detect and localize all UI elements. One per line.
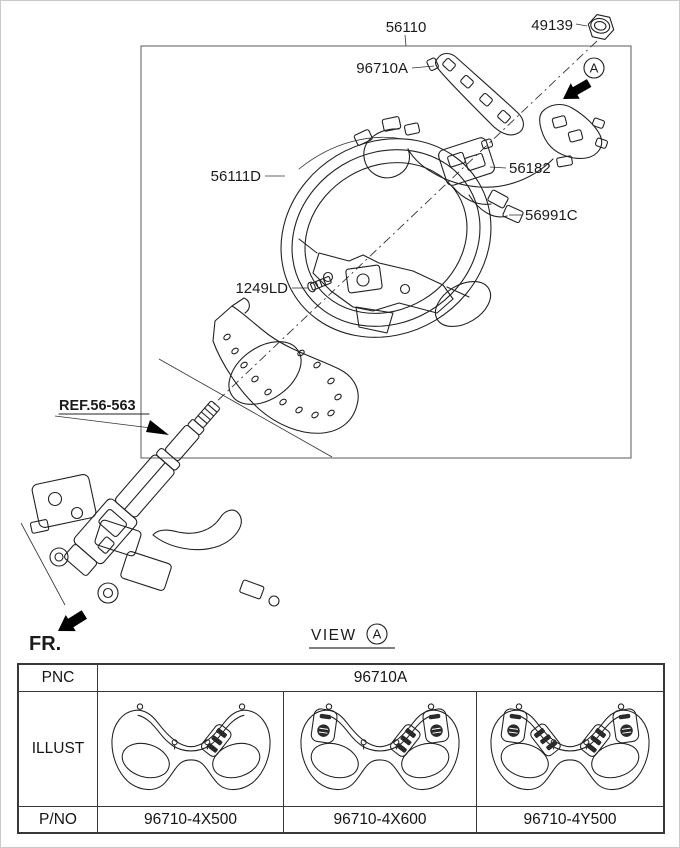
remote-switch-right-drawing xyxy=(539,103,608,168)
illust-header: ILLUST xyxy=(19,692,98,807)
callout-96710a-label[interactable]: 96710A xyxy=(356,60,408,77)
illust-cell-4x500 xyxy=(98,692,284,807)
callout-56111d[interactable]: 56111D xyxy=(211,168,285,185)
fr-indicator: FR. xyxy=(29,610,87,655)
callout-56182-label[interactable]: 56182 xyxy=(509,160,551,177)
pno-header: P/NO xyxy=(19,807,98,832)
illust-cell-4y500 xyxy=(477,692,663,807)
pnc-header: PNC xyxy=(19,665,98,692)
illust-96710-4x600 xyxy=(300,703,460,791)
steering-column-drawing xyxy=(29,400,280,607)
axis-centerline xyxy=(212,40,598,406)
callout-56991c-label[interactable]: 56991C xyxy=(525,207,578,224)
part-number-cell-3[interactable]: 96710-4Y500 xyxy=(523,810,617,828)
exploded-diagram: A 56110 49139 96710A 56111D 56182 56991C xyxy=(20,14,632,655)
nut-icon xyxy=(587,14,615,40)
pnc-value[interactable]: 96710A xyxy=(98,665,663,692)
view-marker-letter: A xyxy=(373,627,382,642)
illust-cell-4x600 xyxy=(284,692,477,807)
callout-56111d-label[interactable]: 56111D xyxy=(211,168,261,185)
diagram-frame xyxy=(140,45,632,459)
view-label: VIEW xyxy=(311,627,357,644)
part-number-cell-2[interactable]: 96710-4X600 xyxy=(284,807,477,832)
bolt-icon xyxy=(307,276,332,293)
backing-plate-drawing xyxy=(212,297,359,434)
callout-1249ld-label[interactable]: 1249LD xyxy=(235,280,288,297)
steering-wheel-drawing xyxy=(280,136,492,338)
view-a-caption: VIEW A xyxy=(309,623,395,649)
callout-96710a[interactable]: 96710A xyxy=(356,60,435,77)
callout-ref-label[interactable]: REF.56-563 xyxy=(59,398,136,414)
fr-label: FR. xyxy=(29,633,61,655)
detail-arrow-icon xyxy=(563,79,592,99)
callout-56991c[interactable]: 56991C xyxy=(509,207,578,224)
detail-marker-a: A xyxy=(583,57,605,79)
callout-49139-label[interactable]: 49139 xyxy=(531,17,573,34)
callout-ref-56-563[interactable]: REF.56-563 xyxy=(54,398,169,435)
illust-96710-4y500 xyxy=(490,703,650,791)
detail-marker-letter: A xyxy=(590,61,599,76)
wire-harness-drawing xyxy=(353,116,554,188)
fr-arrow-icon xyxy=(58,610,87,632)
part-number-cell-1[interactable]: 96710-4X500 xyxy=(98,807,284,832)
callout-56110-label[interactable]: 56110 xyxy=(386,19,427,36)
callout-56110[interactable]: 56110 xyxy=(386,19,427,47)
callout-1249ld[interactable]: 1249LD xyxy=(235,280,308,297)
module-drawing xyxy=(438,137,496,186)
callout-49139[interactable]: 49139 xyxy=(531,17,588,34)
remote-switch-drawing xyxy=(426,52,524,136)
parts-table: PNC 96710A ILLUST xyxy=(17,663,665,834)
callout-56182[interactable]: 56182 xyxy=(489,160,551,177)
illust-96710-4x500 xyxy=(110,703,271,791)
